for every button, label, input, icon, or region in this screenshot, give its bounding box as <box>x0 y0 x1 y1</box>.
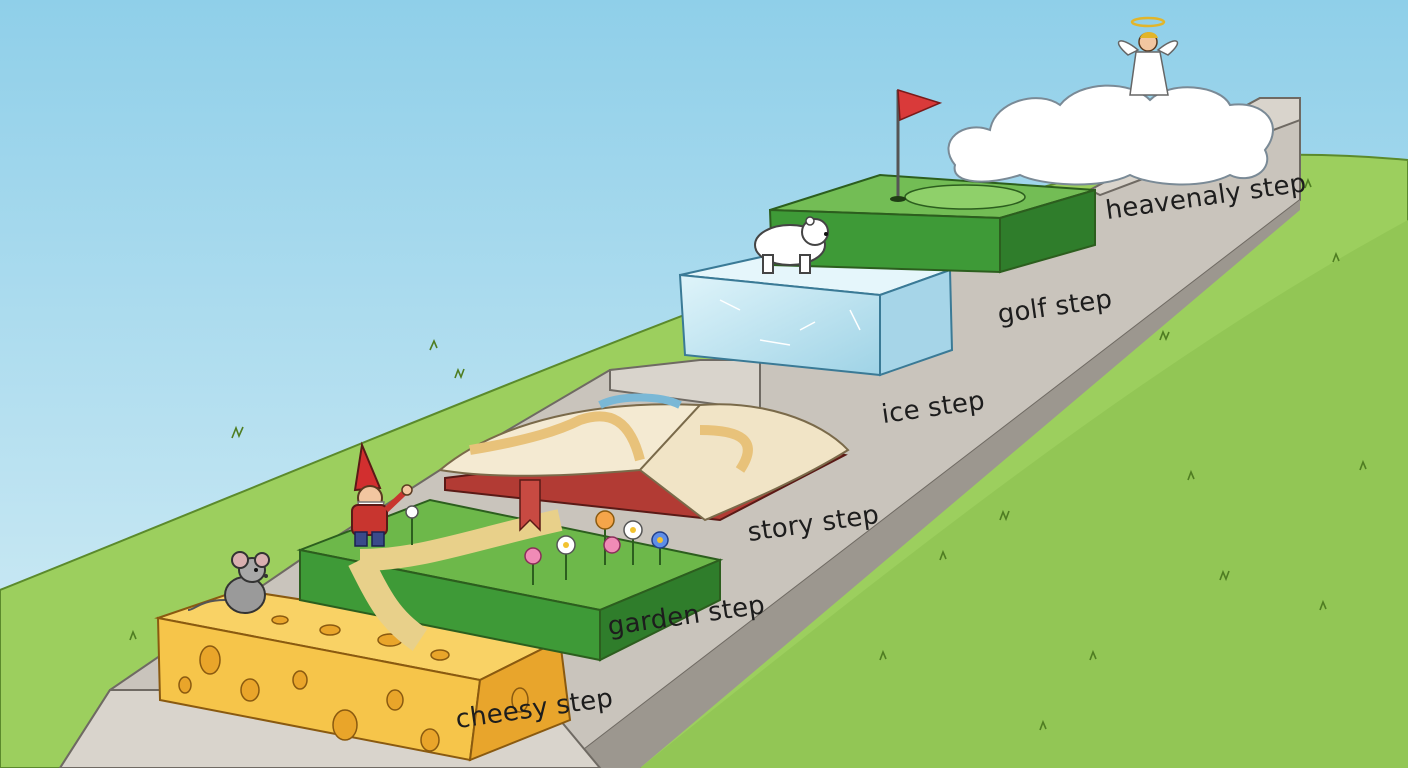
cloud-block <box>947 84 1274 186</box>
book-block <box>437 393 850 532</box>
gnome-icon <box>351 441 413 547</box>
grass-tufts <box>129 177 1367 731</box>
polar-bear-icon <box>754 216 829 274</box>
golf-block <box>768 173 1096 274</box>
flower-cluster <box>405 505 669 585</box>
ice-block <box>678 253 954 377</box>
mouse-icon <box>187 551 270 614</box>
cheese-block <box>154 588 572 762</box>
angel-icon <box>1117 16 1179 96</box>
hill-foreground <box>640 220 1408 768</box>
golf-flag-icon <box>890 88 943 202</box>
garden-block <box>296 498 724 662</box>
stair-wall-shadow <box>560 200 1300 768</box>
